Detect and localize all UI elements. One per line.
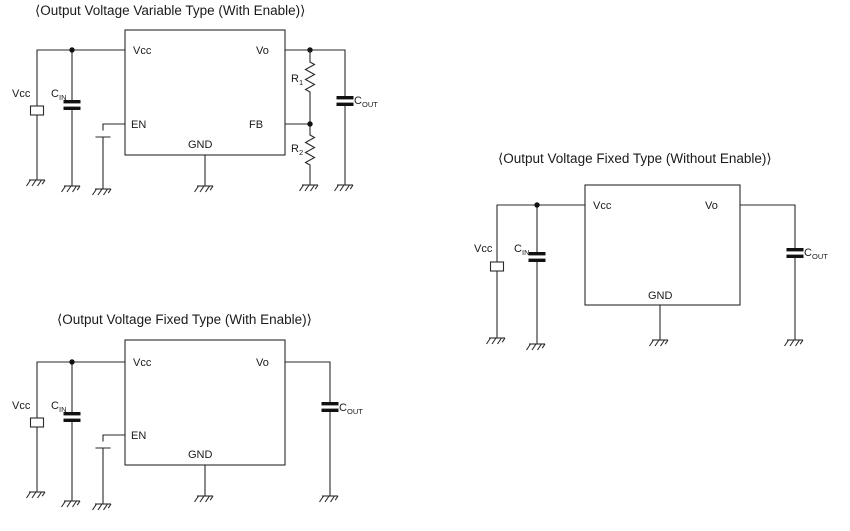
cout-label: C bbox=[339, 402, 347, 414]
vcc-source-symbol bbox=[29, 105, 45, 116]
cin-capacitor bbox=[528, 252, 546, 262]
cin-label: C bbox=[514, 243, 522, 255]
cin-label-sub: IN bbox=[522, 248, 530, 257]
vcc-supply-label: Vcc bbox=[12, 400, 31, 412]
circuit-variable-with-enable: ⟨Output Voltage Variable Type (With Enab… bbox=[12, 3, 378, 196]
ic-box bbox=[584, 184, 741, 306]
ground-symbol bbox=[91, 188, 112, 196]
ground-symbol bbox=[783, 339, 804, 347]
vcc-source-symbol bbox=[29, 417, 45, 428]
gnd-pin-label: GND bbox=[188, 139, 213, 151]
ic-box bbox=[124, 339, 286, 466]
vo-pin-label: Vo bbox=[256, 45, 269, 57]
ground-symbol bbox=[193, 185, 214, 193]
cout-label: C bbox=[354, 95, 362, 107]
junction-dot bbox=[69, 47, 75, 53]
vcc-pin-label: Vcc bbox=[133, 45, 152, 57]
ground-symbol bbox=[318, 495, 339, 503]
ground-symbol bbox=[485, 337, 506, 345]
cin-label-sub: IN bbox=[59, 93, 67, 102]
vcc-source-symbol bbox=[489, 261, 505, 272]
ground-symbol bbox=[25, 179, 46, 187]
ic-box bbox=[124, 29, 286, 156]
input-wires bbox=[36, 49, 126, 187]
circuit-title: ⟨Output Voltage Variable Type (With Enab… bbox=[35, 3, 305, 18]
cout-label-sub: OUT bbox=[812, 252, 828, 261]
junction-dot bbox=[69, 359, 75, 365]
ground-symbol bbox=[333, 184, 354, 192]
r1-resistor bbox=[304, 61, 316, 93]
enable-switch bbox=[95, 434, 126, 505]
cout-capacitor bbox=[321, 402, 339, 412]
junction-dot bbox=[307, 121, 313, 127]
circuit-title: ⟨Output Voltage Fixed Type (Without Enab… bbox=[498, 151, 772, 166]
output-wires bbox=[284, 361, 331, 497]
en-pin-label: EN bbox=[131, 430, 146, 442]
r1-label: R bbox=[291, 73, 299, 85]
cin-label: C bbox=[51, 400, 59, 412]
en-pin-label: EN bbox=[131, 119, 146, 131]
cout-capacitor bbox=[336, 96, 354, 106]
input-wires bbox=[36, 361, 126, 502]
ground-symbol bbox=[60, 185, 81, 193]
vcc-supply-label: Vcc bbox=[12, 88, 31, 100]
output-wires bbox=[284, 49, 346, 186]
vo-pin-label: Vo bbox=[705, 200, 718, 212]
cout-capacitor bbox=[786, 248, 804, 258]
ground-symbol bbox=[25, 491, 46, 499]
circuit-fixed-without-enable: ⟨Output Voltage Fixed Type (Without Enab… bbox=[474, 151, 828, 351]
output-wires bbox=[739, 204, 796, 341]
cout-label: C bbox=[804, 247, 812, 259]
gnd-pin-label: GND bbox=[648, 290, 673, 302]
cin-label: C bbox=[51, 88, 59, 100]
vcc-pin-label: Vcc bbox=[593, 200, 612, 212]
ground-symbol bbox=[525, 343, 546, 351]
junction-dot bbox=[534, 202, 540, 208]
vcc-supply-label: Vcc bbox=[474, 243, 493, 255]
gnd-pin-label: GND bbox=[188, 449, 213, 461]
cin-label-sub: IN bbox=[59, 405, 67, 414]
fb-pin-label: FB bbox=[249, 119, 263, 131]
ground-symbol bbox=[60, 500, 81, 508]
input-wires bbox=[496, 204, 586, 345]
r2-label: R bbox=[291, 143, 299, 155]
cout-label-sub: OUT bbox=[362, 100, 378, 109]
r1-label-sub: 1 bbox=[299, 78, 303, 87]
ground-symbol bbox=[648, 339, 669, 347]
vo-pin-label: Vo bbox=[256, 357, 269, 369]
r2-resistor bbox=[304, 134, 316, 166]
circuit-fixed-with-enable: ⟨Output Voltage Fixed Type (With Enable)… bbox=[12, 312, 363, 511]
enable-switch bbox=[95, 123, 126, 190]
ground-symbol bbox=[193, 495, 214, 503]
r2-label-sub: 2 bbox=[299, 148, 303, 157]
vcc-pin-label: Vcc bbox=[133, 357, 152, 369]
ground-symbol bbox=[91, 503, 112, 511]
circuit-title: ⟨Output Voltage Fixed Type (With Enable)… bbox=[57, 312, 312, 327]
cout-label-sub: OUT bbox=[347, 407, 363, 416]
feedback-wires bbox=[284, 49, 311, 186]
ground-symbol bbox=[298, 184, 319, 192]
